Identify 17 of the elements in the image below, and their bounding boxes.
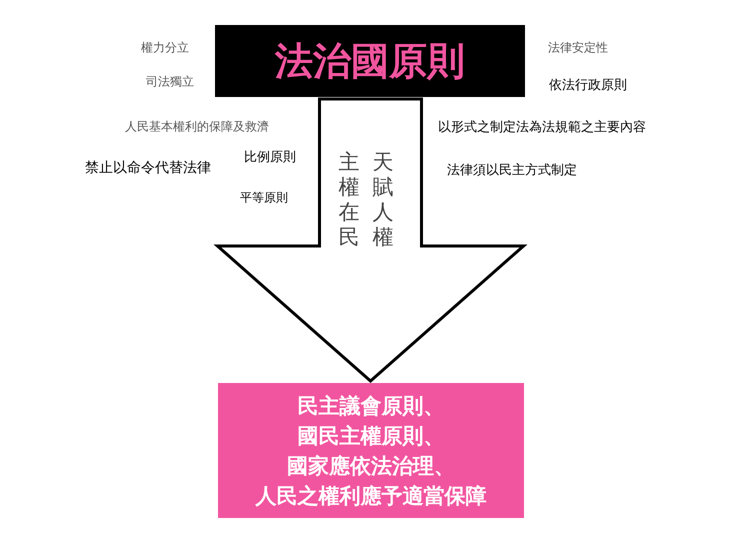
principle-label: 比例原則 xyxy=(244,149,296,166)
title-box xyxy=(215,25,525,97)
principle-label: 司法獨立 xyxy=(146,74,194,90)
principle-label: 人民基本權利的保障及救濟 xyxy=(125,118,269,136)
principle-label: 權力分立 xyxy=(141,40,189,56)
vertical-text: 天賦人權 xyxy=(372,150,394,250)
block-arrow xyxy=(214,98,528,383)
principle-label: 依法行政原則 xyxy=(549,77,627,94)
principle-label: 法律須以民主方式制定 xyxy=(447,162,577,179)
principle-label: 平等原則 xyxy=(240,190,288,206)
result-text: 民主議會原則、國民主權原則、國家應依法治理、人民之權利應予適當保障 xyxy=(254,392,488,510)
result-box xyxy=(218,383,524,518)
principle-label: 禁止以命令代替法律 xyxy=(85,159,211,177)
vertical-text: 主權在民 xyxy=(338,150,360,250)
principle-label: 以形式之制定法為法規範之主要內容 xyxy=(438,119,646,136)
title-text: 法治國原則 xyxy=(275,38,465,84)
principle-label: 法律安定性 xyxy=(548,40,608,56)
